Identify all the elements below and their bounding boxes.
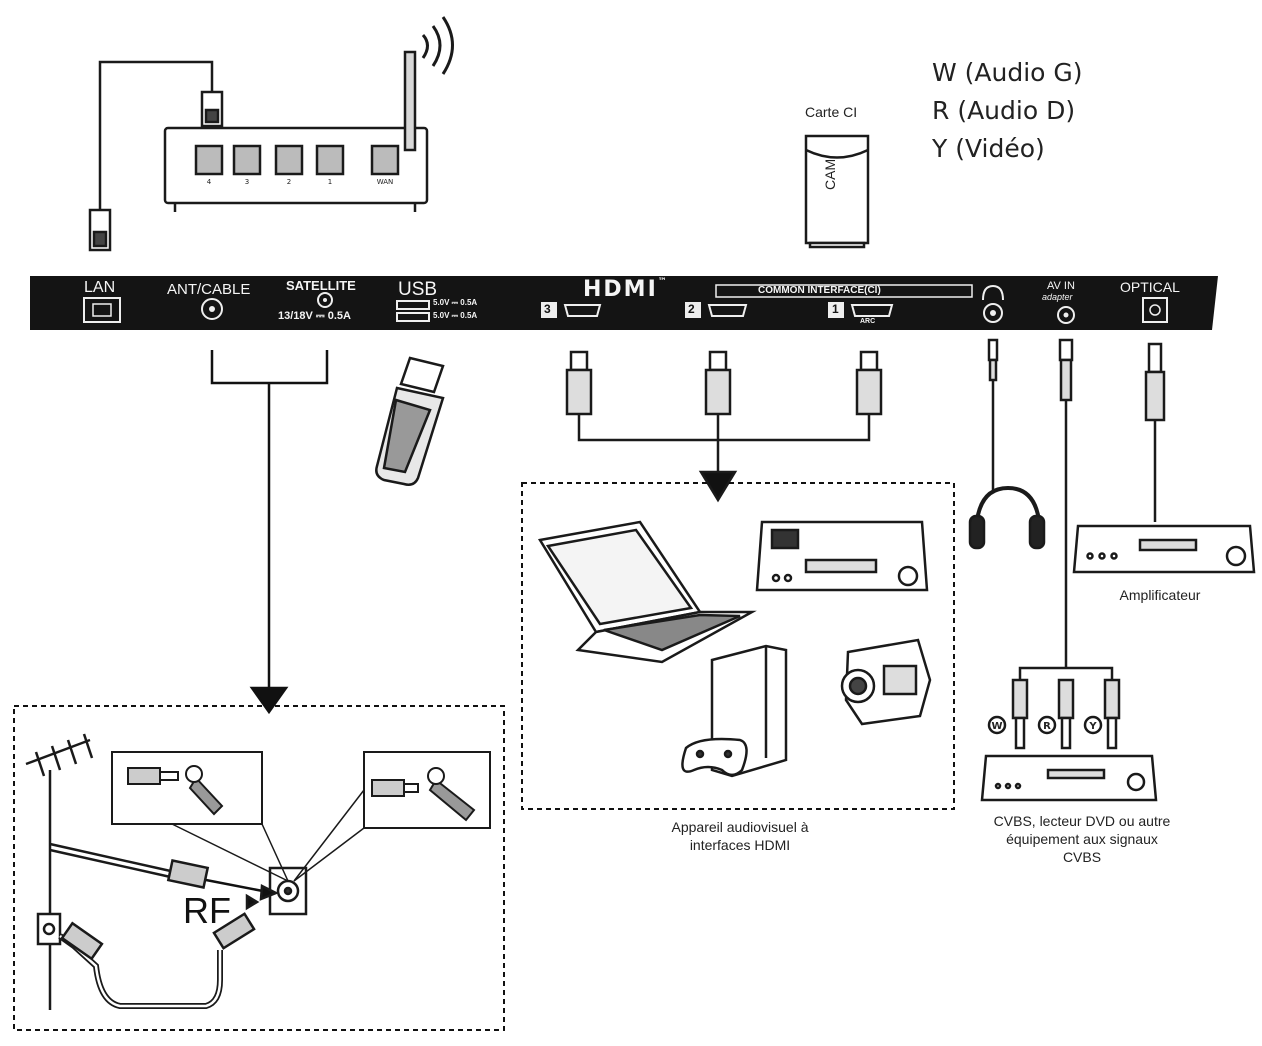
cvbs-caption: CVBS, lecteur DVD ou autre équipement au… — [960, 812, 1204, 866]
headphones — [968, 338, 1046, 550]
antenna-connection-lines — [210, 350, 329, 715]
panel-usb-label: USB — [398, 279, 438, 300]
panel-satellite-label: SATELLITE — [286, 278, 356, 293]
hdmi-port-3-number: 3 — [544, 302, 551, 316]
panel-satellite-spec: 13/18V ⎓ 0.5A — [278, 310, 351, 322]
hdmi-cables — [565, 350, 883, 503]
router-port-label: WAN — [377, 178, 394, 186]
usb-stick — [375, 356, 445, 486]
legend-audio-right: R (Audio D) — [932, 96, 1076, 125]
cvbs-caption-line-2: équipement aux signaux — [1006, 831, 1158, 847]
hdmi-devices-caption-line-1: Appareil audiovisuel à — [671, 819, 809, 835]
panel-usb-spec-1: 5.0V ⎓ 0.5A — [433, 298, 478, 307]
rca-letter-y: Y — [1088, 721, 1097, 732]
rf-label: RF — [183, 890, 231, 931]
router-port-label: 3 — [245, 178, 249, 186]
panel-hdmi-logo: HDMI™ — [583, 277, 669, 302]
legend-audio-left: W (Audio G) — [932, 58, 1083, 87]
router-port-label: 1 — [328, 178, 332, 186]
coax-plug-connectors — [36, 858, 308, 1009]
hdmi-devices-box — [521, 482, 955, 810]
rca-letter-w: W — [991, 721, 1002, 732]
panel-usb-spec-2: 5.0V ⎓ 0.5A — [433, 311, 478, 320]
dvd-player — [755, 520, 929, 592]
hdmi-port-2-number: 2 — [688, 302, 695, 316]
antenna-box — [13, 705, 505, 1031]
amplifier-caption: Amplificateur — [1119, 587, 1201, 603]
router-port-label: 2 — [287, 178, 291, 186]
camcorder — [840, 638, 932, 726]
panel-adapter-label: adapter — [1042, 292, 1073, 302]
lan-cable — [88, 60, 224, 252]
panel-lan-label: LAN — [84, 279, 116, 296]
outdoor-antenna — [25, 733, 176, 1010]
game-console — [681, 644, 788, 778]
cvbs-caption-line-3: CVBS — [1062, 849, 1102, 865]
panel-optical-label: OPTICAL — [1120, 279, 1180, 295]
legend-video: Y (Vidéo) — [932, 134, 1045, 163]
rca-letters: W R Y — [991, 721, 1097, 732]
router-port-labels: 4 3 2 1 WAN — [207, 178, 394, 186]
panel-av-in-label: AV IN — [1047, 280, 1075, 292]
rca-letter-r: R — [1043, 721, 1051, 732]
hdmi-devices-caption: Appareil audiovisuel à interfaces HDMI — [628, 818, 852, 854]
hdmi-devices-caption-line-2: interfaces HDMI — [689, 837, 791, 853]
router-port-label: 4 — [207, 178, 212, 186]
panel-common-interface-label: COMMON INTERFACE(CI) — [758, 285, 881, 296]
connector-detail-callouts — [111, 751, 491, 882]
laptop-device — [537, 520, 757, 664]
amplifier — [1072, 342, 1256, 574]
av-cable — [987, 338, 1121, 750]
router — [163, 16, 454, 212]
panel-ant-cable-label: ANT/CABLE — [167, 281, 251, 298]
tv-back-panel — [30, 276, 1218, 330]
hdmi-port-1-number: 1 — [832, 302, 839, 316]
ci-card-label: Carte CI — [805, 104, 858, 120]
ci-card — [804, 134, 870, 249]
cvbs-caption-line-1: CVBS, lecteur DVD ou autre — [993, 813, 1171, 829]
cvbs-dvd-device — [980, 754, 1158, 802]
panel-arc-label: ARC — [860, 318, 876, 325]
cam-module-label: CAM — [822, 158, 838, 190]
